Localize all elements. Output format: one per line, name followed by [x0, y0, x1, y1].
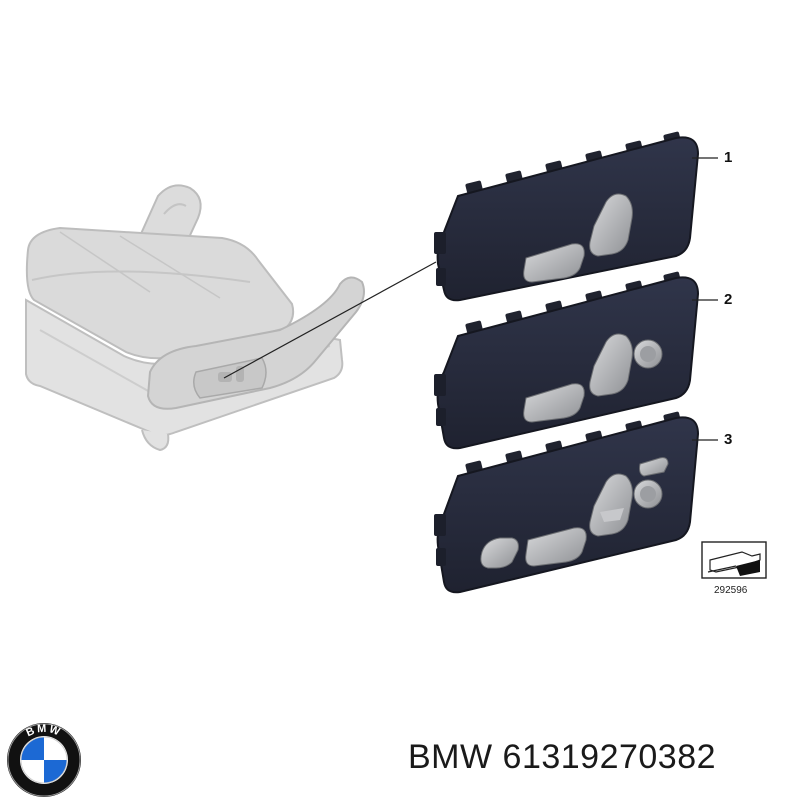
- switch-panel-2: [434, 271, 700, 450]
- callout-2: 2: [724, 291, 733, 308]
- reference-symbol: [701, 541, 767, 579]
- callout-3: 3: [724, 431, 733, 448]
- svg-text:BMW: BMW: [24, 723, 63, 739]
- leader-line: [223, 261, 437, 379]
- callout-1: 1: [724, 149, 733, 166]
- seat-illustration: [25, 184, 365, 452]
- part-caption: BMW 61319270382: [408, 738, 717, 776]
- switch-panel-3: [434, 411, 700, 594]
- bmw-logo-icon: BMW: [7, 723, 81, 797]
- reference-number: 292596: [714, 585, 748, 596]
- switch-panel-1: [434, 131, 700, 302]
- bmw-logo-letters: BMW: [24, 723, 61, 739]
